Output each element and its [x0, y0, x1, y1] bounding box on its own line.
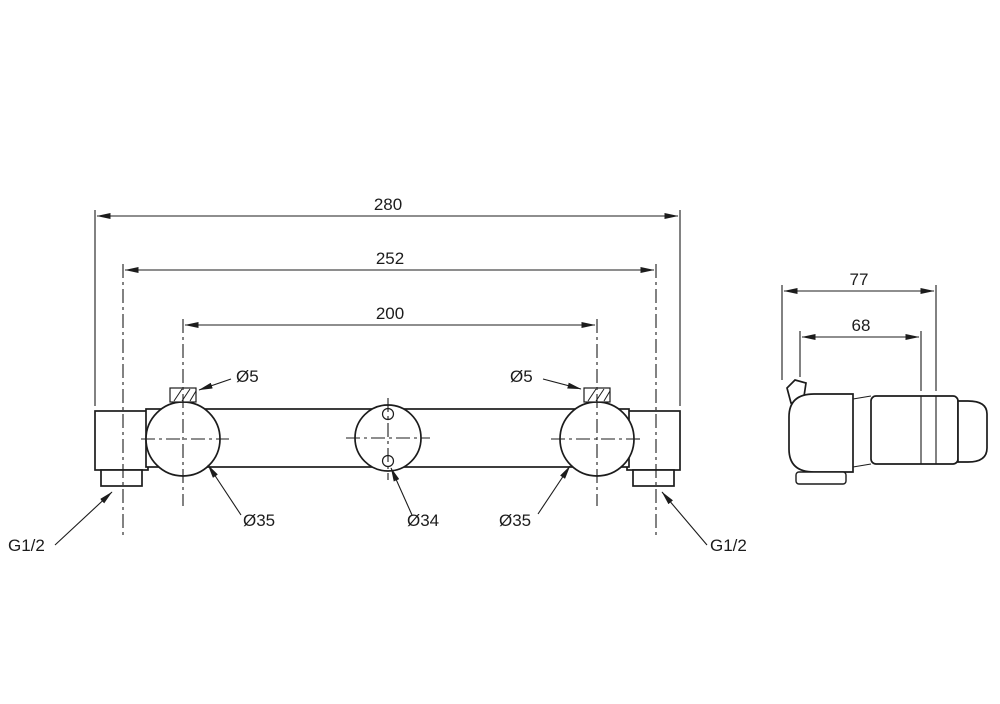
dimension-200: 200: [184, 304, 596, 328]
dia-center-text: Ø34: [407, 511, 439, 530]
label-hole-left: Ø5: [198, 367, 259, 391]
label-dia-left: Ø35: [207, 464, 275, 530]
dimension-68: 68: [799, 316, 922, 391]
left-inlet-connector: [94, 410, 149, 471]
dim-200-text: 200: [376, 304, 404, 323]
right-inlet-connector: [626, 410, 681, 471]
side-bracket-skirt: [795, 471, 847, 485]
thread-left-text: G1/2: [8, 536, 45, 555]
hole-right-leader: [542, 378, 582, 390]
dim-280-text: 280: [374, 195, 402, 214]
label-hole-right: Ø5: [510, 367, 582, 390]
dimension-77: 77: [781, 270, 937, 391]
dia-right-text: Ø35: [499, 511, 531, 530]
dia-left-text: Ø35: [243, 511, 275, 530]
label-thread-left: G1/2: [8, 491, 113, 555]
side-view: 77 68: [781, 270, 988, 485]
hole-right-text: Ø5: [510, 367, 533, 386]
label-dia-center: Ø34: [390, 467, 439, 530]
thread-right-leader: [661, 491, 708, 546]
label-dia-right: Ø35: [499, 465, 571, 530]
dim-252-text: 252: [376, 249, 404, 268]
side-end-cap: [957, 400, 988, 463]
dia-right-leader: [537, 465, 571, 515]
hole-left-text: Ø5: [236, 367, 259, 386]
thread-right-text: G1/2: [710, 536, 747, 555]
left-screw-hatch: [189, 390, 197, 402]
side-neck-bottom: [852, 463, 872, 468]
dimension-280: 280: [94, 195, 681, 406]
thread-left-leader: [54, 491, 113, 546]
centerlines: [122, 264, 657, 537]
dim-68-text: 68: [852, 316, 871, 335]
side-cartridge-body: [870, 395, 959, 465]
side-neck-top: [852, 395, 872, 400]
front-view: 280 252 200 Ø5 Ø5 Ø35 Ø34: [8, 195, 747, 555]
dia-center-leader: [390, 467, 413, 516]
right-inlet-lip: [632, 469, 675, 487]
dim-77-text: 77: [850, 270, 869, 289]
dia-left-leader: [207, 464, 242, 516]
label-thread-right: G1/2: [661, 491, 747, 555]
right-screw-hatch: [587, 388, 597, 402]
right-screw-hatch: [603, 390, 611, 402]
side-body-outline: [786, 379, 988, 485]
left-inlet-lip: [100, 469, 143, 487]
hole-left-leader: [198, 378, 232, 391]
side-wall-bracket: [788, 393, 854, 473]
left-screw-hatch: [173, 388, 183, 402]
dimension-252: 252: [124, 249, 655, 273]
